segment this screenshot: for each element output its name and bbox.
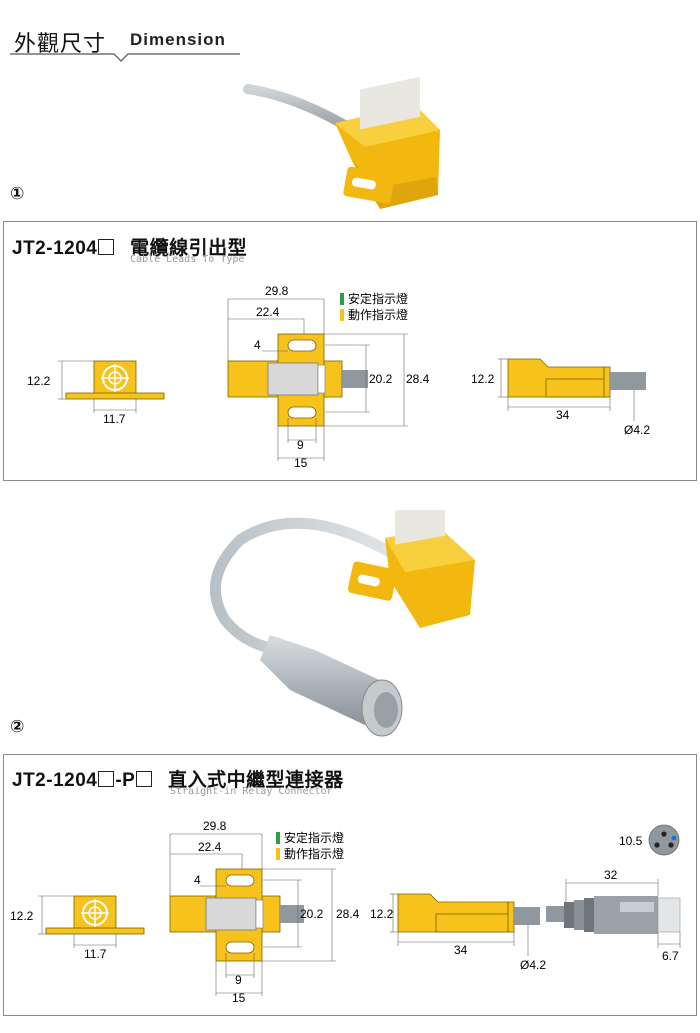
p1-h2: 28.4 [406,372,430,386]
p2-front-h: 12.2 [10,909,34,923]
panel1-name-en: Cable Leads To Type [130,254,245,265]
p2-h2: 28.4 [336,907,360,921]
placeholder-box-icon [98,239,115,255]
header-title-cn: 外觀尺寸 [14,31,107,56]
p1-legend-action: 動作指示燈 [348,307,408,322]
p1-legend-stable: 安定指示燈 [348,291,408,306]
panel1-top-view [227,298,408,461]
p2-conn-d: 10.5 [619,834,643,848]
p2-front-w: 11.7 [84,947,107,961]
legend-green-marker [340,293,344,305]
panel2-name-en: Straight-in Relay Connector [170,786,333,797]
p1-b2: 15 [294,456,308,470]
panel2-side-view [390,893,540,956]
panel2-model-suffix: -P [115,770,136,791]
p1-side-l: 34 [556,408,570,422]
panel2-connector-view [546,824,681,948]
legend-yellow-marker [340,309,344,321]
p1-cable-d: Ø4.2 [624,423,650,437]
p2-conn-l: 32 [604,868,618,882]
p2-top-w2: 22.4 [198,840,222,854]
p1-b1: 9 [297,438,304,452]
panel2-name-cn: 直入式中繼型連接器 [168,770,344,791]
p1-top-w2: 22.4 [256,305,280,319]
p2-h1: 20.2 [300,907,324,921]
p2-slot: 4 [194,873,201,887]
panel2-front-view [38,895,145,948]
panel2-title: JT2-1204 -P 直入式中繼型連接器 [12,765,344,792]
panel-cable-type [3,221,697,481]
p1-top-w: 29.8 [265,284,289,298]
p1-front-h: 12.2 [27,374,51,388]
panel2-top-view [169,833,336,996]
p2-cable-d: Ø4.2 [520,958,546,972]
legend-green-marker [276,832,280,844]
panel1-drawings: 12.2 11.7 29.8 22.4 4 20.2 28.4 9 15 [27,284,650,470]
p1-slot: 4 [254,338,261,352]
panel1-name-cn: 電纜線引出型 [130,238,248,259]
panel-connector-type [3,754,697,1016]
panel1-title: JT2-1204 電纜線引出型 [12,233,247,260]
header-underline [10,53,240,62]
p1-side-h: 12.2 [471,372,495,386]
legend-yellow-marker [276,848,280,860]
section-1-index: ① [10,184,25,203]
product-photo-connector-type [209,510,475,737]
p2-side-l: 34 [454,943,468,957]
p2-b1: 9 [235,973,242,987]
panel1-side-view [498,358,646,421]
header-title-en: Dimension [130,30,226,49]
p2-conn-tip: 6.7 [662,949,679,963]
placeholder-box-icon [136,771,153,787]
p2-legend-stable: 安定指示燈 [284,830,344,845]
panel1-model: JT2-1204 [12,238,98,259]
p1-h1: 20.2 [369,372,393,386]
p2-side-h: 12.2 [370,907,394,921]
section-2-index: ② [10,717,25,736]
panel2-model: JT2-1204 [12,770,98,791]
placeholder-box-icon [98,771,115,787]
p2-b2: 15 [232,991,246,1005]
p2-legend-action: 動作指示燈 [284,846,344,861]
panel1-front-view [58,360,165,413]
product-photo-cable-type [243,76,440,209]
p1-front-w: 11.7 [103,412,126,426]
p2-top-w: 29.8 [203,819,227,833]
panel2-drawings: 12.2 11.7 29.8 22.4 4 20.2 28.4 9 15 [10,819,681,1005]
